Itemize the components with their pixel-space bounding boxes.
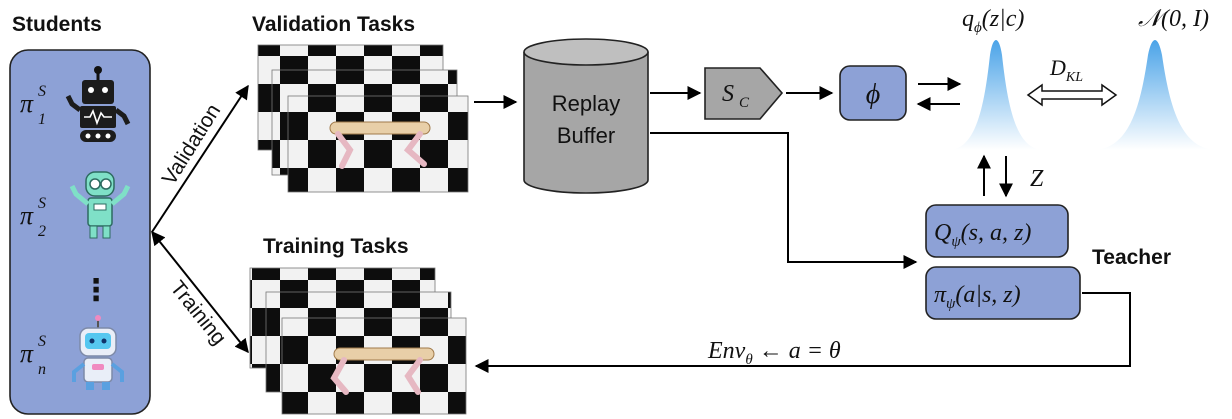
svg-text:1: 1 <box>38 111 46 128</box>
svg-text:n: n <box>38 361 46 378</box>
kl-double-arrow <box>1026 83 1118 107</box>
validation-task-stack <box>257 44 469 193</box>
replay-buffer-line1: Replay <box>552 91 620 116</box>
policy-to-tasks-arrow <box>474 292 1131 373</box>
student-label-1: π S 1 <box>20 83 46 128</box>
posterior-label: qϕ(z|c) <box>962 6 1024 36</box>
prior-gaussian <box>1092 40 1218 150</box>
posterior-gaussian <box>948 40 1044 150</box>
validation-tasks-title: Validation Tasks <box>252 13 415 36</box>
context-encoder-sc: S C <box>704 67 784 120</box>
svg-text:S: S <box>38 333 46 350</box>
training-arrow <box>151 230 249 354</box>
training-tasks-title: Training Tasks <box>263 235 409 258</box>
robot-n-icon <box>72 315 124 390</box>
training-task-stack <box>249 267 467 415</box>
z-label: Z <box>1030 166 1044 192</box>
q-critic-box: Qψ(s, a, z) <box>925 204 1069 258</box>
buffer-to-teacher-arrow <box>650 132 918 269</box>
robot-2-icon <box>69 171 131 239</box>
phi-encoder-box: ϕ <box>839 65 907 121</box>
student-label-n: π S n <box>20 333 46 378</box>
svg-text:ϕ: ϕ <box>866 79 881 110</box>
env-action-label: Envθ ← a = θ <box>707 338 841 368</box>
robot-1-icon <box>65 66 131 142</box>
pi-policy-label: πψ(a|s, z) <box>934 282 1021 312</box>
validation-arrow <box>151 84 249 233</box>
svg-text:S: S <box>722 81 734 107</box>
students-panel <box>9 49 151 415</box>
replay-buffer-line2: Buffer <box>557 123 615 148</box>
students-ellipsis: ⋮ <box>81 274 111 307</box>
student-label-2: π S 2 <box>20 195 46 240</box>
teacher-label: Teacher <box>1092 246 1171 269</box>
quadruped-robot-icon <box>329 121 431 169</box>
training-edge-label: Training <box>165 276 230 349</box>
svg-text:π: π <box>20 339 34 368</box>
kl-label: DKL <box>1049 55 1083 85</box>
svg-text:C: C <box>739 95 750 111</box>
svg-text:2: 2 <box>38 223 46 240</box>
students-title: Students <box>12 13 102 36</box>
replay-buffer: Replay Buffer <box>523 38 649 194</box>
validation-edge-label: Validation <box>158 100 226 189</box>
prior-label: 𝒩(0, I) <box>1138 6 1209 32</box>
q-critic-label: Qψ(s, a, z) <box>934 220 1031 250</box>
svg-text:S: S <box>38 195 46 212</box>
svg-text:π: π <box>20 89 34 118</box>
svg-text:S: S <box>38 83 46 100</box>
pi-policy-box: πψ(a|s, z) <box>925 266 1081 320</box>
svg-text:π: π <box>20 201 34 230</box>
quadruped-robot-icon-2 <box>330 347 435 395</box>
